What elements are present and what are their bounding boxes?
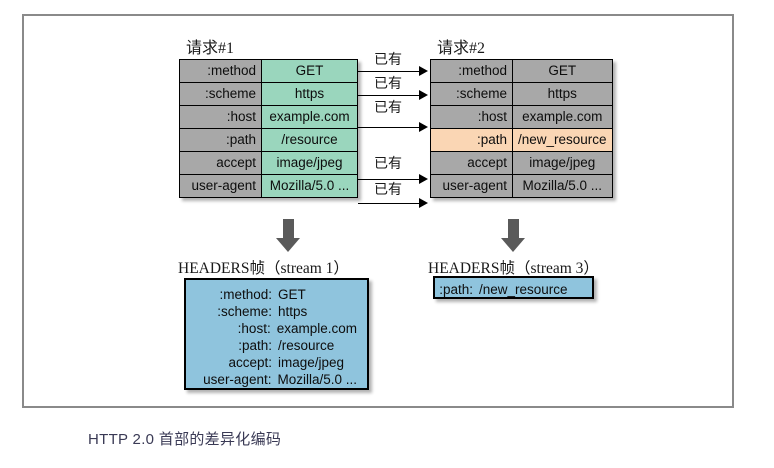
- header-value: /new_resource: [512, 128, 613, 152]
- header-name: :host: [179, 105, 262, 129]
- header-value: Mozilla/5.0 ...: [512, 174, 613, 198]
- connector-arrow-user-agent-head: [419, 198, 428, 208]
- header-key: :path:: [238, 338, 272, 353]
- header-value: GET: [512, 59, 613, 83]
- header-value: /resource: [261, 128, 358, 152]
- headers-frame-row: accept: image/jpeg: [186, 354, 357, 371]
- down-arrow-stream1-shaft: [283, 219, 294, 239]
- connector-arrow-user-agent-line: [358, 203, 420, 204]
- header-key: :host:: [237, 321, 271, 336]
- header-value: Mozilla/5.0 ...: [277, 372, 357, 387]
- header-value: image/jpeg: [512, 151, 613, 175]
- down-arrow-stream3-head: [501, 238, 525, 252]
- connector-arrow-host-line: [358, 127, 420, 128]
- header-name: accept: [430, 151, 513, 175]
- request2-header-table: :method GET :scheme https :host example.…: [430, 59, 613, 198]
- connector-label-host: 已有: [374, 101, 402, 116]
- header-key: :scheme:: [217, 304, 272, 319]
- headers-frame-row: :method: GET: [186, 286, 357, 303]
- header-name: user-agent: [430, 174, 513, 198]
- header-value: /resource: [278, 338, 335, 353]
- frame1-caption: HEADERS帧（stream 1）: [178, 260, 349, 277]
- down-arrow-stream3-shaft: [508, 219, 519, 239]
- header-value: GET: [261, 59, 358, 83]
- header-value: https: [278, 304, 308, 319]
- table-row: :scheme https: [179, 82, 358, 106]
- table-row: :scheme https: [430, 82, 613, 106]
- header-value: https: [261, 82, 358, 106]
- table-row: :method GET: [179, 59, 358, 83]
- connector-arrow-host-head: [419, 122, 428, 132]
- header-value: example.com: [512, 105, 613, 129]
- header-key: :method:: [219, 287, 272, 302]
- figure-frame: [22, 14, 734, 408]
- header-value: image/jpeg: [278, 355, 345, 370]
- header-value: Mozilla/5.0 ...: [261, 174, 358, 198]
- table-row: :path /resource: [179, 128, 358, 152]
- table-row: accept image/jpeg: [179, 151, 358, 175]
- header-key: accept:: [228, 355, 272, 370]
- connector-arrow-accept-line: [358, 179, 420, 180]
- headers-frame-row: :host: example.com: [186, 320, 357, 337]
- header-value: https: [512, 82, 613, 106]
- header-name: :scheme: [430, 82, 513, 106]
- header-key: :path:: [439, 282, 473, 297]
- connector-arrow-scheme-head: [419, 90, 428, 100]
- header-name: user-agent: [179, 174, 262, 198]
- table-row: :host example.com: [430, 105, 613, 129]
- figure-caption: HTTP 2.0 首部的差异化编码: [88, 431, 282, 448]
- connector-arrow-scheme-line: [358, 95, 420, 96]
- table-row: :host example.com: [179, 105, 358, 129]
- connector-arrow-accept-head: [419, 174, 428, 184]
- headers-frame-row: :path: /new_resource: [435, 280, 592, 299]
- table-row-highlighted: :path /new_resource: [430, 128, 613, 152]
- header-name: :method: [430, 59, 513, 83]
- header-name: :host: [430, 105, 513, 129]
- header-value: example.com: [276, 321, 357, 336]
- connector-label-accept: 已有: [374, 157, 402, 172]
- request1-header-table: :method GET :scheme https :host example.…: [179, 59, 358, 198]
- connector-label-scheme: 已有: [374, 77, 402, 92]
- down-arrow-stream1-head: [276, 238, 300, 252]
- request1-title: 请求#1: [186, 40, 235, 57]
- headers-frame-row: user-agent: Mozilla/5.0 ...: [186, 371, 357, 388]
- header-value: /new_resource: [479, 282, 568, 297]
- connector-arrow-method-line: [358, 71, 420, 72]
- headers-frame-stream1: :method: GET :scheme: https :host: examp…: [184, 278, 369, 390]
- connector-label-user-agent: 已有: [374, 183, 402, 198]
- connector-arrow-method-head: [419, 66, 428, 76]
- table-row: accept image/jpeg: [430, 151, 613, 175]
- header-name: accept: [179, 151, 262, 175]
- header-name: :path: [179, 128, 262, 152]
- table-row: user-agent Mozilla/5.0 ...: [179, 174, 358, 198]
- header-key: user-agent:: [203, 372, 272, 387]
- table-row: user-agent Mozilla/5.0 ...: [430, 174, 613, 198]
- connector-label-method: 已有: [374, 53, 402, 68]
- header-value: image/jpeg: [261, 151, 358, 175]
- table-row: :method GET: [430, 59, 613, 83]
- headers-frame-stream3: :path: /new_resource: [433, 276, 594, 299]
- header-name: :path: [430, 128, 513, 152]
- header-value: example.com: [261, 105, 358, 129]
- frame3-caption: HEADERS帧（stream 3）: [428, 260, 599, 277]
- headers-frame-row: :scheme: https: [186, 303, 357, 320]
- headers-frame-row: :path: /resource: [186, 337, 357, 354]
- header-name: :method: [179, 59, 262, 83]
- request2-title: 请求#2: [437, 40, 486, 57]
- header-name: :scheme: [179, 82, 262, 106]
- header-value: GET: [278, 287, 306, 302]
